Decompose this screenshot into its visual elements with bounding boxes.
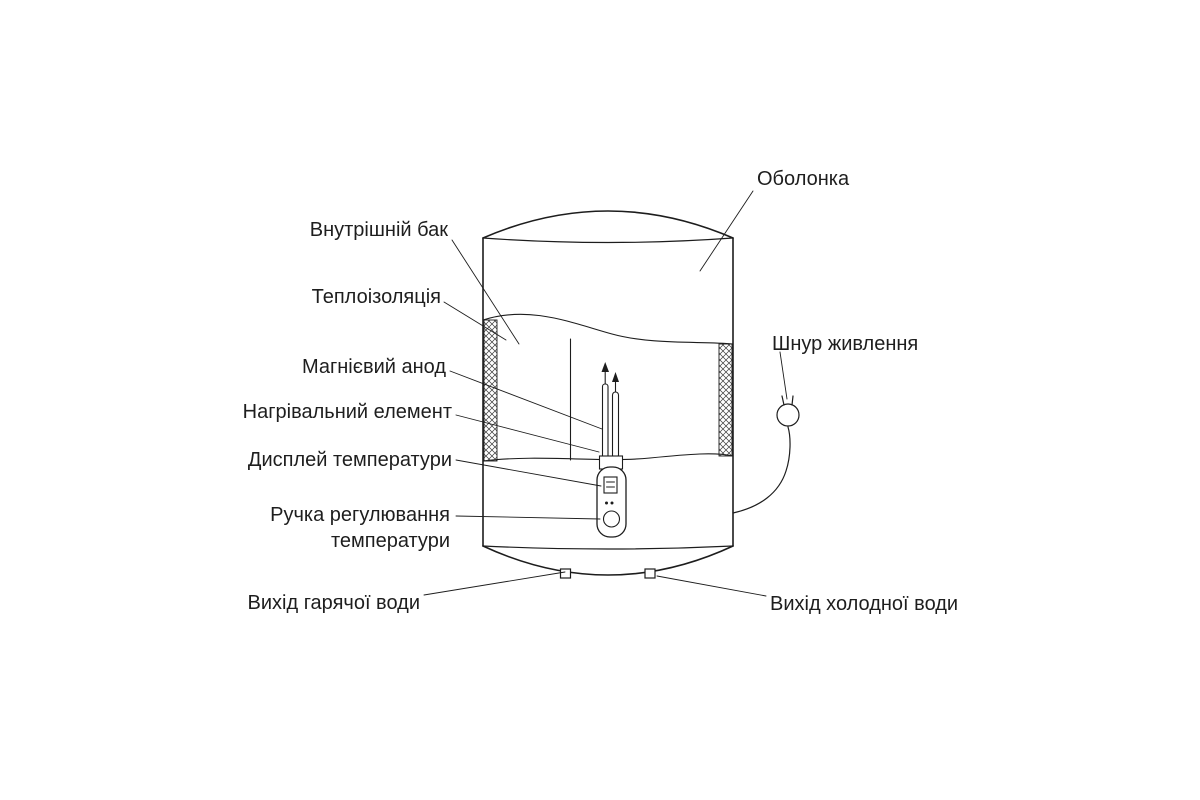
leader-lines [423,190,788,597]
control-panel [596,455,627,538]
plug [776,395,800,427]
leader-heating-element [455,414,600,453]
leader-knob [455,515,601,520]
leader-display [455,459,602,487]
leader-shell [699,190,754,272]
label-cold-water-outlet: Вихід холодної води [770,593,959,615]
label-inner-tank: Внутрішній бак [309,219,448,241]
label-temp-display: Дисплей температури [247,449,452,471]
leader-hot-water [423,571,566,596]
temperature-knob [602,510,621,528]
leader-anode [449,370,603,430]
label-power-cord: Шнур живлення [772,333,919,355]
leader-insulation [443,301,507,341]
insulation-hatch-right [718,343,733,457]
leader-inner-tank [451,239,520,345]
cold-water-stub [644,568,656,579]
heating-element-rod [611,372,620,459]
heater-body [482,210,734,576]
leader-power-cord [779,351,788,400]
inner-tank-lines [482,313,734,462]
leader-cold-water [656,575,767,597]
label-hot-water-outlet: Вихід гарячої води [247,592,420,614]
anode-rod [601,362,609,459]
water-outlets [559,568,656,579]
label-temp-knob: Ручка регулювання температури [270,504,450,552]
hot-water-stub [559,568,572,579]
insulation-hatch-left [483,319,498,462]
temperature-display [603,476,618,494]
power-cord-line [732,395,800,514]
label-heating-element: Нагрівальний елемент [242,401,452,423]
label-insulation: Теплоізоляція [311,286,441,308]
label-anode: Магнієвий анод [301,356,446,378]
label-shell: Оболонка [757,168,850,190]
